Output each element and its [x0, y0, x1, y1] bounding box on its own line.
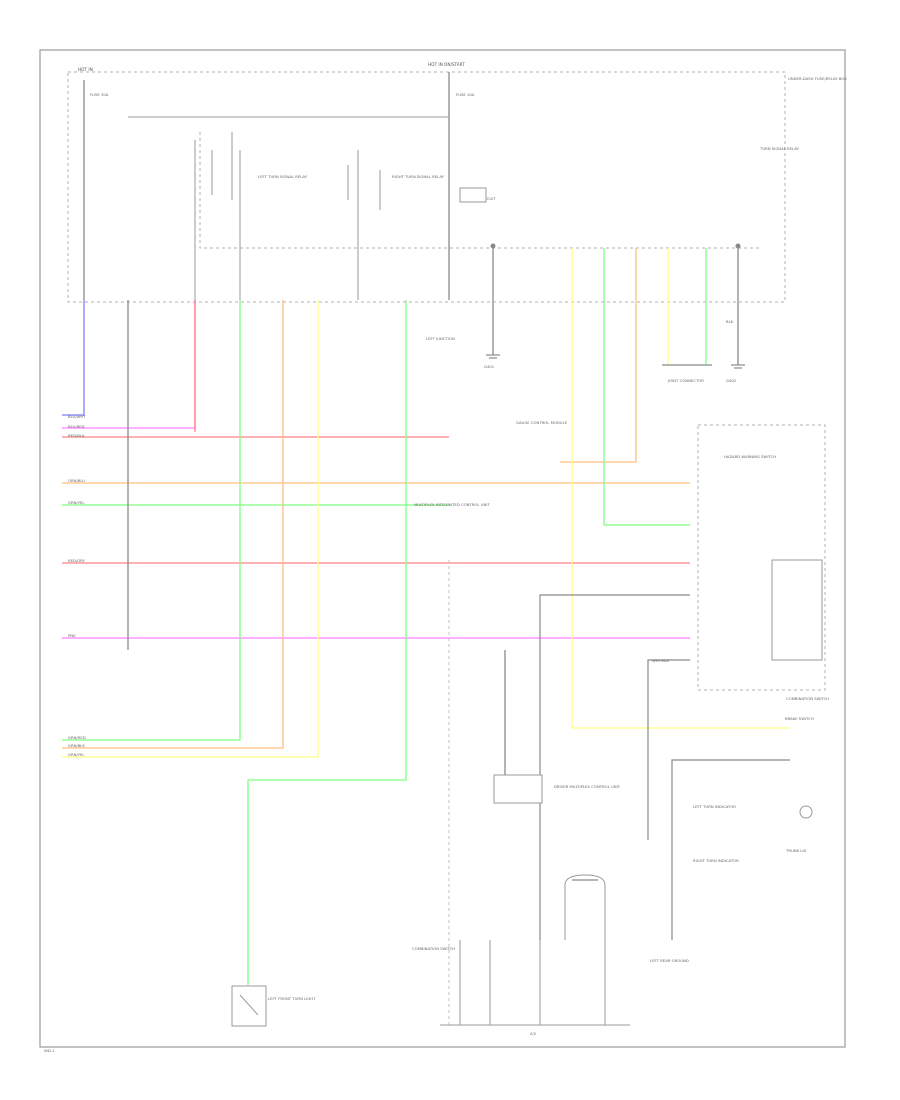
wire-gray-lower-2 [647, 659, 690, 840]
combination-switch-bottom: COMBINATION SWITCH [412, 946, 455, 951]
driver-multiplex-label: DRIVER MULTIPLEX CONTROL UNIT [554, 784, 621, 789]
fuse-mid-rating: FUSE 10A [456, 92, 475, 97]
wire-gray-lower [539, 594, 690, 940]
wire-label: RED/GRY [68, 558, 86, 563]
fuse-left-rating: FUSE 30A [90, 92, 109, 97]
multiplex-unit-label: MULTIPLEX INTEGRATED CONTROL UNIT [414, 502, 490, 507]
diagram-frame [39, 49, 846, 1048]
wire-orange-low [62, 300, 284, 749]
ground-2-label: G402 [726, 378, 737, 383]
relay-left-label: LEFT TURN SIGNAL RELAY [258, 174, 308, 179]
wire-green-low-2 [62, 300, 319, 758]
connector-node [735, 243, 741, 249]
wire-label: GRN/RED [68, 735, 86, 740]
wire-blue [62, 300, 85, 416]
ground-symbols: G401 G402 JOINT CONNECTOR LEFT REAR GROU… [484, 354, 745, 963]
trunk-lid-label: TRUNK LID [785, 848, 807, 853]
wire-green-long [247, 300, 407, 985]
wire-label: BLK [726, 319, 734, 324]
page-ref-label: WD-1 [44, 1048, 55, 1053]
wire-label: ORN/BLU [68, 478, 85, 483]
gauge-control-label: GAUGE CONTROL MODULE [516, 420, 568, 425]
wire-label: PNK [68, 633, 76, 638]
wire-label: GRN/BLK [68, 743, 85, 748]
left-rear-ground-label: LEFT REAR GROUND [650, 958, 689, 963]
fuse-box-label: UNDER-DASH FUSE/RELAY BOX [788, 76, 847, 81]
wire-label: BLU/WHT [68, 414, 86, 419]
combination-switch-label: COMBINATION SWITCH [786, 696, 829, 701]
wire-labels: BLU/WHT BLU/RED RED/BLK ORN/BLU GRN/YEL … [68, 319, 734, 757]
wire-label: GRN/YEL [68, 500, 85, 505]
wire-yellow-right [571, 248, 790, 729]
right-turn-ind-label: RIGHT TURN INDICATOR [693, 858, 739, 863]
brake-switch-label: BRAKE SWITCH [785, 716, 814, 721]
control-unit-labels: GAUGE CONTROL MODULE MULTIPLEX INTEGRATE… [414, 336, 813, 863]
fuse-relay-box: HOT IN HOT IN ON/START FUSE 30A FUSE 10A… [67, 62, 847, 303]
left-front-turn-label: LEFT FRONT TURN LIGHT [268, 996, 316, 1001]
wire-label: GRN/YEL [68, 752, 85, 757]
relay-right-label: RIGHT TURN SIGNAL RELAY [392, 174, 445, 179]
fuse-mid-label: HOT IN ON/START [428, 62, 465, 67]
flasher-unit-box [459, 187, 487, 203]
wire-green-right [603, 248, 690, 526]
multiplex-connector-box [493, 774, 543, 804]
left-front-turn-light: LEFT FRONT TURN LIGHT [231, 985, 316, 1027]
wires [62, 248, 790, 1025]
fuse-left-label: HOT IN [78, 67, 93, 72]
connector-node [490, 243, 496, 249]
ground-icon [731, 364, 745, 369]
wire-label: WHT/BLK [652, 658, 670, 663]
left-junction-label: LEFT JUNCTION [426, 336, 455, 341]
relay-unit-label: TURN SIGNAL RELAY [759, 146, 800, 151]
ground-icon [486, 354, 500, 359]
hazard-switch-label: HAZARD WARNING SWITCH [724, 454, 776, 459]
wire-green-low-1 [62, 300, 241, 741]
wire-label: BLU/RED [68, 424, 85, 429]
wire-orange-right [560, 248, 637, 463]
ground-1-label: G401 [484, 364, 495, 369]
bottom-connector: COMBINATION SWITCH 0/2 [412, 874, 630, 1036]
wire-gray-brake [671, 759, 790, 940]
left-turn-ind-label: LEFT TURN INDICATOR [693, 804, 736, 809]
joint-connector-label: JOINT CONNECTOR [667, 378, 704, 383]
fuse-box-internals [83, 72, 741, 300]
wire-label: RED/BLK [68, 433, 85, 438]
combination-switch: COMBINATION SWITCH HAZARD WARNING SWITCH… [697, 424, 829, 721]
indicator-lamp-icon [799, 805, 813, 819]
bottom-ref-label: 0/2 [530, 1031, 537, 1036]
